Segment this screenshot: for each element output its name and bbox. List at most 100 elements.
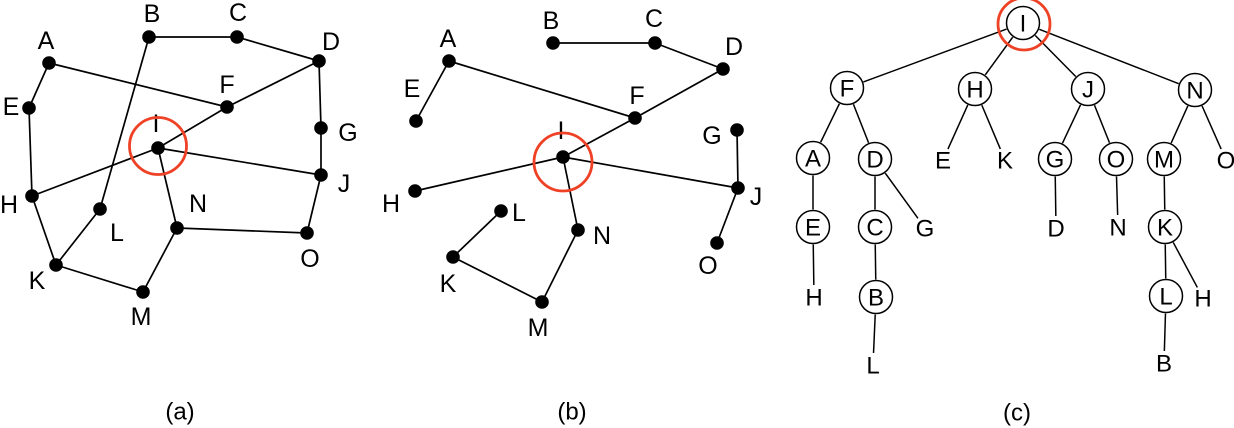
panel-a-label-A: A (38, 27, 55, 55)
panel-a-edge-B-L (99, 36, 150, 210)
panel-a-edge-M-N (142, 227, 178, 293)
panel-c-node-circle-G (1037, 141, 1073, 177)
panel-c-edge-G-D2 (1054, 176, 1057, 217)
panel-b-edge-M-N (541, 229, 579, 303)
panel-b-label-O: O (698, 252, 717, 280)
panel-c-label-I: I (1020, 11, 1027, 38)
panel-c-node-circle-D (857, 141, 893, 177)
panel-b-node-K (446, 250, 460, 264)
caption-panel-b: (b) (557, 399, 586, 426)
panel-a-node-E (22, 101, 36, 115)
panel-c-node-circle-N (1177, 72, 1213, 108)
panel-b-node-M (535, 295, 549, 309)
panel-c-label-B: B (868, 285, 884, 312)
panel-c-node-circle-A (795, 140, 831, 176)
panel-b-edge-C-D (654, 42, 724, 70)
panel-c-label-C: C (866, 215, 883, 242)
panel-c-label-K: K (1157, 215, 1173, 242)
panel-b-edge-K-M (452, 256, 543, 303)
panel-b-node-O (710, 236, 724, 250)
panel-b-edge-D-F (634, 68, 724, 119)
panel-b-edge-K-L (452, 210, 502, 258)
panel-b-highlight-ring (532, 131, 594, 193)
panel-c-edge-F-D (852, 104, 870, 143)
panel-b-node-J (731, 181, 745, 195)
panel-a-label-G: G (338, 119, 357, 147)
panel-b-node-A (442, 54, 456, 68)
panel-a-edge-D-F (226, 60, 320, 108)
panel-c-edge-J-O (1093, 104, 1111, 144)
panel-c-label-N2: N (1109, 215, 1126, 242)
panel-c-node-circle-F (829, 70, 865, 106)
panel-c-node-circle-C (857, 209, 893, 245)
panel-b-edge-F-I (562, 117, 636, 158)
panel-a-label-N: N (189, 190, 207, 218)
panel-a-edge-N-O (176, 227, 308, 234)
panel-a-label-H: H (0, 191, 18, 219)
panel-c-node-circle-O (1098, 141, 1134, 177)
panel-c-label-N: N (1186, 78, 1203, 105)
panel-c-edge-O-N2 (1115, 176, 1119, 216)
panel-b-node-I (556, 150, 570, 164)
panel-a-node-G (314, 121, 328, 135)
panel-c-edge-C-B (874, 244, 877, 280)
panel-c-node-circle-B (858, 279, 894, 315)
panel-a-node-B (142, 30, 156, 44)
panel-a-node-N (170, 221, 184, 235)
panel-a-node-F (220, 100, 234, 114)
panel-b-edge-H-I (414, 156, 564, 192)
panel-a-node-J (314, 168, 328, 182)
panel-a-label-M: M (131, 303, 152, 331)
panel-a-label-J: J (338, 170, 351, 198)
panel-c-label-H3: H (1194, 286, 1211, 313)
panel-b-node-G (730, 123, 744, 137)
panel-b-edge-G-J (736, 129, 739, 189)
panel-c-edge-I-H (984, 36, 1014, 76)
panel-b-node-D (716, 62, 730, 76)
panel-c-label-B2: B (1156, 351, 1172, 378)
panel-c-edge-D-G2 (884, 172, 919, 219)
panel-a-edge-F-I (157, 106, 228, 149)
panel-a-label-O: O (300, 245, 319, 273)
panel-b-label-D: D (725, 33, 743, 61)
panel-b-node-B (546, 36, 560, 50)
panel-c-edge-E-H2 (812, 244, 815, 286)
panel-c-label-F: F (840, 76, 855, 103)
caption-panel-a: (a) (165, 399, 194, 426)
panel-a-highlight-ring (128, 116, 188, 176)
panel-b-node-L (494, 204, 508, 218)
panel-c-highlight-ring (996, 0, 1052, 52)
panel-b-label-A: A (440, 25, 457, 53)
panel-a-node-C (230, 30, 244, 44)
panel-c-label-M: M (1154, 147, 1174, 174)
panel-b-label-G: G (702, 122, 721, 150)
panel-a-edge-C-D (236, 36, 320, 62)
panel-b-label-M: M (528, 314, 549, 342)
panel-b-node-N (571, 223, 585, 237)
panel-b-label-B: B (543, 7, 560, 35)
panel-c-label-K2: K (997, 148, 1013, 175)
panel-c-label-A: A (805, 146, 821, 173)
panel-b-label-K: K (440, 270, 457, 298)
panel-a-edge-H-K (31, 195, 57, 266)
panel-c-label-H2: H (805, 285, 822, 312)
panel-a-label-B: B (144, 0, 161, 28)
panel-c-label-O: O (1107, 147, 1126, 174)
panel-c-edge-H-K2 (981, 104, 1002, 150)
panel-a-node-H (25, 189, 39, 203)
caption-panel-c: (c) (1003, 400, 1031, 427)
panel-c-label-L2: L (866, 353, 879, 380)
panel-c-node-circle-K (1147, 209, 1183, 245)
panel-a-label-D: D (322, 28, 340, 56)
panel-a-edge-J-O (306, 174, 322, 234)
panel-c-node-circle-H (957, 71, 993, 107)
panel-c-label-D: D (866, 147, 883, 174)
panel-b-node-C (648, 36, 662, 50)
panel-b-node-E (409, 114, 423, 128)
panel-c-edge-K-H3 (1172, 242, 1198, 288)
panel-a-edge-A-E (28, 62, 50, 109)
panel-c-label-G2: G (916, 216, 935, 243)
panel-a-label-C: C (229, 0, 247, 27)
